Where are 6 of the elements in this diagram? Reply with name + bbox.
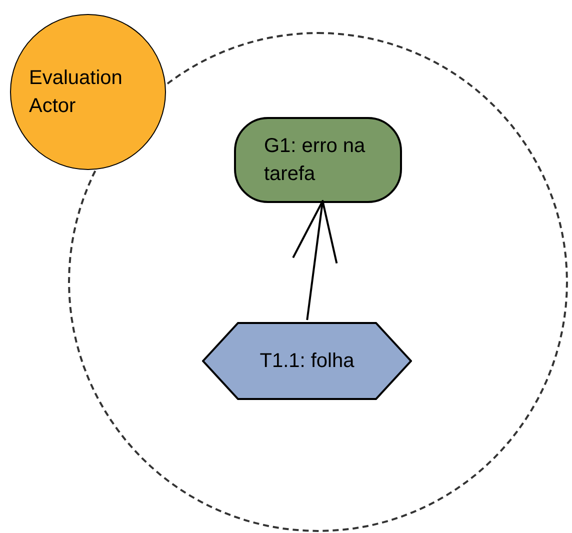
means-end-arrow	[292, 200, 338, 320]
task-hexagon	[202, 322, 412, 400]
node-label: G1: erro na tarefa	[264, 134, 366, 187]
node-label: Evaluation Actor	[29, 66, 124, 119]
node-label: T1.1: folha	[260, 349, 354, 374]
goal-shape	[234, 117, 402, 203]
